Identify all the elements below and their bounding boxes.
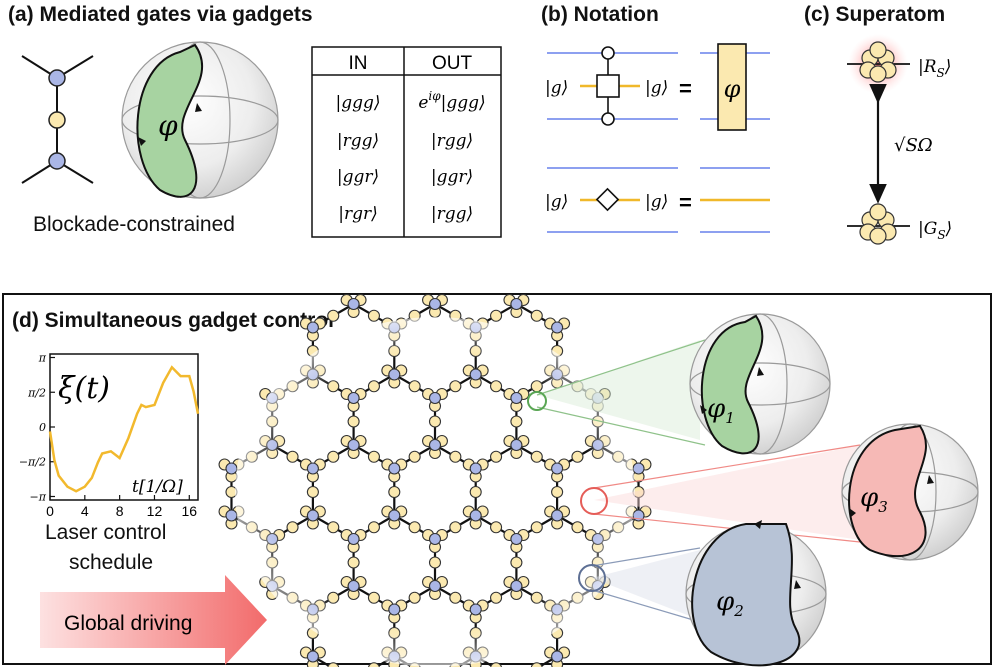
sphere-phi3-label: φ3 (860, 483, 888, 516)
bloch-sphere-phi2: φ2 (685, 520, 827, 667)
table-in-row-1: |ggg⟩ (335, 93, 380, 113)
lattice-vertex-node (551, 321, 564, 334)
xtick-label: 4 (81, 503, 89, 519)
ket-g-right-2: |g⟩ (645, 192, 668, 212)
plot-caption-line1: Laser control (45, 521, 167, 544)
superatom-diagram: |RS⟩ √SΩ |GS⟩ (847, 34, 952, 245)
bloch-sphere-a: φ (121, 41, 279, 199)
panel-a-caption: Blockade-constrained (33, 213, 235, 236)
lattice-mediator-node (327, 309, 340, 322)
phase-gate-label: φ (724, 75, 741, 103)
table-in-row-4: |rgr⟩ (338, 204, 378, 224)
panel-d-title: (d) Simultaneous gadget control (12, 309, 335, 332)
panel-a-title: (a) Mediated gates via gadgets (8, 3, 313, 26)
lattice-vertex-node (306, 321, 319, 334)
lattice-vertex-node (347, 297, 360, 311)
zoom-marker-red (580, 487, 608, 515)
panel-b-title: (b) Notation (541, 3, 659, 26)
xi-curve (48, 365, 200, 493)
ket-g-left-1: |g⟩ (545, 78, 568, 98)
sphere-a-phi: φ (158, 109, 178, 142)
table-header-out: OUT (432, 53, 473, 74)
table-out-row-2: |rgg⟩ (431, 131, 473, 151)
ytick-label: −π (30, 490, 47, 503)
xtick-label: 12 (147, 503, 163, 519)
panel-c-title: (c) Superatom (804, 3, 946, 26)
ket-g-left-2: |g⟩ (545, 192, 568, 212)
rabi-frequency: √SΩ (894, 135, 933, 156)
lattice-vertex-node (551, 650, 564, 663)
bloch-sphere-phi1: φ1 (689, 313, 831, 455)
gadget-truth-table: IN OUT |ggg⟩ eiφ|ggg⟩ |rgg⟩ |rgg⟩ |ggr⟩ … (311, 46, 502, 238)
lattice-mediator-node (368, 662, 380, 667)
state-rydberg: |RS⟩ (918, 57, 951, 80)
table-out-row-4: |rgg⟩ (431, 204, 473, 224)
table-in-row-2: |rgg⟩ (337, 131, 379, 151)
lattice-vertex-node (225, 462, 238, 475)
zoom-marker-blue (578, 564, 606, 592)
ytick-label: π (38, 352, 47, 365)
lattice-vertex-node (225, 509, 238, 522)
state-ground: |GS⟩ (918, 219, 952, 242)
plot-xlabel: t[1/Ω] (132, 477, 183, 497)
zoom-marker-green (527, 391, 547, 411)
lattice-vertex-node (428, 297, 442, 311)
xtick-label: 0 (46, 503, 54, 519)
lattice-fade-overlay (235, 317, 635, 667)
plot-caption-line2: schedule (69, 551, 154, 574)
lattice-mediator-node (530, 309, 543, 322)
gadget-node-top (48, 69, 66, 87)
bloch-sphere-phi3: φ3 (841, 423, 979, 561)
notation-diagram: |g⟩ |g⟩ = φ |g⟩ |g⟩ = (545, 43, 770, 233)
table-out-row-3: |ggr⟩ (431, 167, 473, 187)
superatom-cluster-bottom (859, 203, 897, 245)
lattice-edge (536, 655, 558, 667)
control-node-bottom (601, 112, 615, 126)
gate-box (596, 74, 620, 98)
gadget-graph (21, 55, 94, 184)
lattice-mediator-node (367, 309, 380, 322)
xtick-label: 16 (182, 503, 198, 519)
sphere-phi2-label: φ2 (716, 587, 744, 620)
plot-ylabel: ξ(t) (58, 371, 110, 406)
ytick-label: π/2 (27, 386, 46, 399)
table-in-row-3: |ggr⟩ (337, 167, 379, 187)
lattice-mediator-node (530, 662, 543, 667)
superatom-cluster-top (859, 41, 897, 83)
zoom-connectors (527, 339, 861, 623)
plot-frame (49, 353, 199, 501)
lattice-edge (312, 655, 334, 667)
xtick-label: 8 (116, 503, 124, 519)
lattice-vertex-node (306, 650, 319, 663)
sphere-phi1-label: φ1 (707, 394, 735, 427)
global-driving-label: Global driving (64, 612, 192, 635)
lattice-mediator-node (327, 662, 340, 667)
table-out-row-1: eiφ|ggg⟩ (418, 89, 485, 113)
equals-1: = (679, 76, 692, 101)
ytick-label: −π/2 (19, 456, 46, 469)
table-header-in: IN (349, 53, 368, 74)
phase-gate-box (717, 43, 747, 131)
gadget-node-middle (48, 111, 66, 129)
global-driving-arrow: Global driving (40, 575, 267, 665)
lattice-mediator-node (490, 309, 503, 322)
lattice-vertex-node (632, 462, 645, 475)
ytick-label: 0 (39, 421, 46, 434)
diamond-gate (595, 187, 620, 212)
control-node-top (601, 46, 615, 60)
lattice-mediator-node (490, 662, 502, 667)
gadget-lattice (218, 293, 652, 667)
ket-g-right-1: |g⟩ (645, 78, 668, 98)
equals-2: = (679, 190, 692, 215)
gadget-node-bottom (48, 152, 66, 170)
lattice-vertex-node (510, 297, 523, 311)
